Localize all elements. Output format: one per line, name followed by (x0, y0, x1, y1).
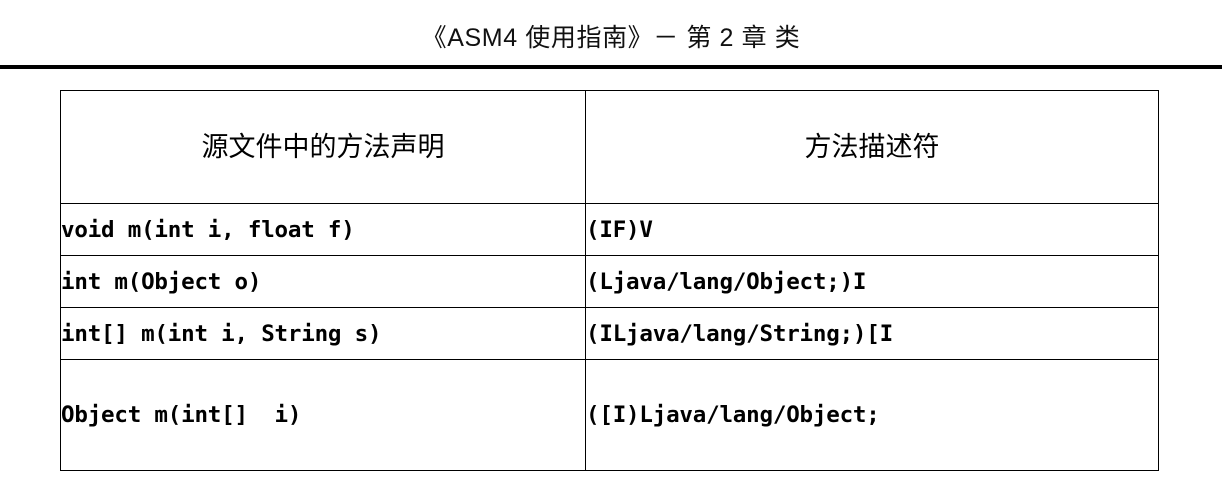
cell-descriptor: ([I)Ljava/lang/Object; (585, 359, 1159, 471)
cell-descriptor: (IF)V (585, 203, 1159, 256)
cell-declaration: void m(int i, float f) (60, 203, 586, 256)
table-row: int[] m(int i, String s) (ILjava/lang/St… (60, 307, 1159, 360)
cell-descriptor: (ILjava/lang/String;)[I (585, 307, 1159, 360)
table-row: int m(Object o) (Ljava/lang/Object;)I (60, 255, 1159, 308)
column-header-declaration: 源文件中的方法声明 (60, 90, 586, 204)
table-row: void m(int i, float f) (IF)V (60, 203, 1159, 256)
title-divider-rule (0, 65, 1222, 69)
page-header: 《ASM4 使用指南》－ 第 2 章 类 (0, 0, 1222, 69)
table-row: Object m(int[] i) ([I)Ljava/lang/Object; (60, 359, 1159, 471)
table-header-row: 源文件中的方法声明 方法描述符 (60, 90, 1159, 204)
cell-descriptor: (Ljava/lang/Object;)I (585, 255, 1159, 308)
table-header: 源文件中的方法声明 方法描述符 (60, 90, 1159, 204)
table-body: void m(int i, float f) (IF)V int m(Objec… (60, 203, 1159, 471)
column-header-descriptor: 方法描述符 (585, 90, 1159, 204)
cell-declaration: int[] m(int i, String s) (60, 307, 586, 360)
method-descriptor-table: 源文件中的方法声明 方法描述符 void m(int i, float f) (… (60, 90, 1159, 471)
page-title: 《ASM4 使用指南》－ 第 2 章 类 (421, 24, 801, 52)
cell-declaration: Object m(int[] i) (60, 359, 586, 471)
cell-declaration: int m(Object o) (60, 255, 586, 308)
